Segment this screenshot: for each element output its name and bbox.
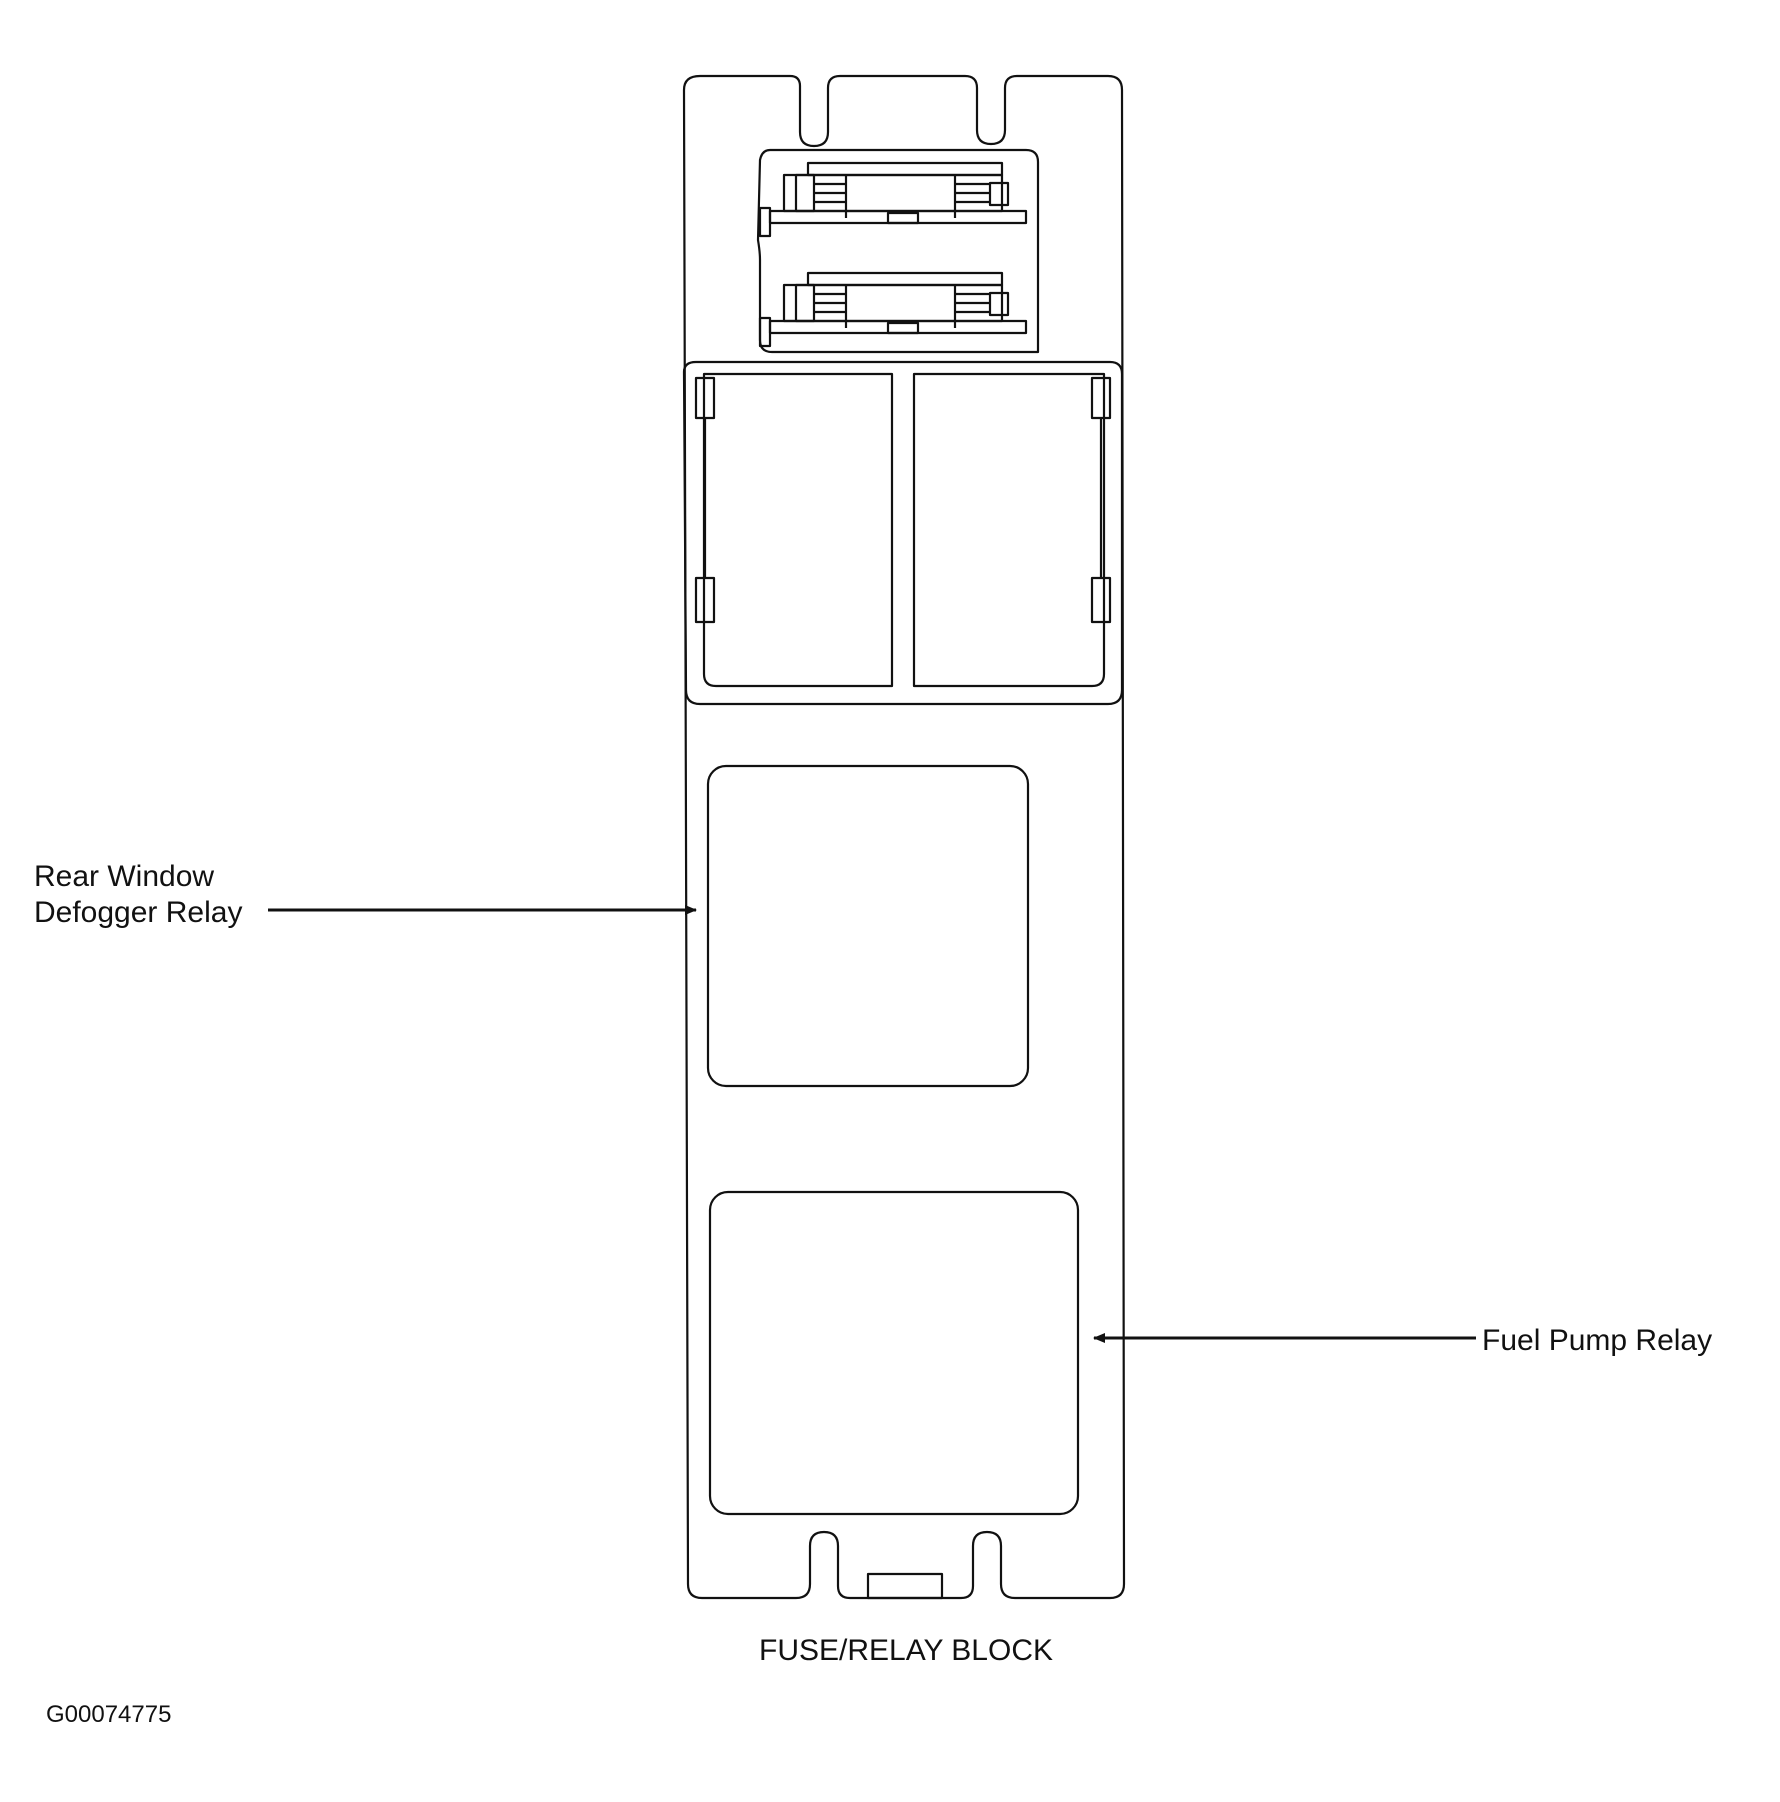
relay-socket-frame [682,360,1124,706]
figure-code: G00074775 [46,1701,171,1728]
relay-socket-left [694,372,894,688]
relay-socket-right [912,372,1112,688]
rear-window-label-line2: Defogger Relay [34,896,242,929]
mini-fuse-2 [758,271,1028,348]
fuel-pump-relay [708,1190,1080,1516]
fuel-pump-label: Fuel Pump Relay [1482,1324,1712,1357]
bottom-latch-tab [866,1572,944,1600]
mini-fuse-1 [758,161,1028,238]
diagram-caption: FUSE/RELAY BLOCK [759,1634,1053,1667]
block-housing-outline [682,74,1126,1600]
rear-window-defogger-relay [706,764,1030,1088]
rear-window-label-line1: Rear Window [34,860,214,893]
